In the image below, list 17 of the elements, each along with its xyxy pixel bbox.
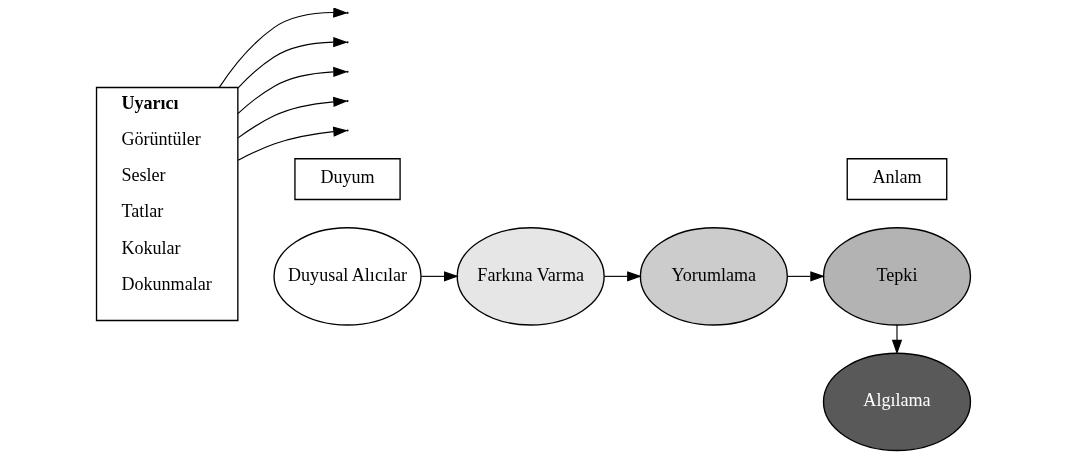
node-ellipse: Duyusal Alıcılar (273, 227, 422, 326)
arrow (891, 324, 903, 355)
node-ellipse: Algılama (822, 352, 972, 452)
node-box: Duyum (294, 158, 401, 201)
arrow (420, 271, 459, 282)
node-box: Anlam (846, 158, 948, 201)
node-ellipse: Yorumlama (639, 227, 788, 326)
node-box: Uyarıcı Görüntüler Sesler Tatlar Kokular Dokunmalar (95, 86, 239, 322)
node-ellipse: Farkına Varma (456, 227, 605, 326)
arrow (218, 8, 348, 88)
arrow (237, 66, 348, 115)
arrow (237, 126, 348, 161)
arrow (786, 271, 825, 282)
arrow (603, 271, 642, 282)
arrow (237, 96, 348, 139)
node-ellipse: Tepki (822, 227, 972, 326)
arrow (237, 37, 348, 89)
